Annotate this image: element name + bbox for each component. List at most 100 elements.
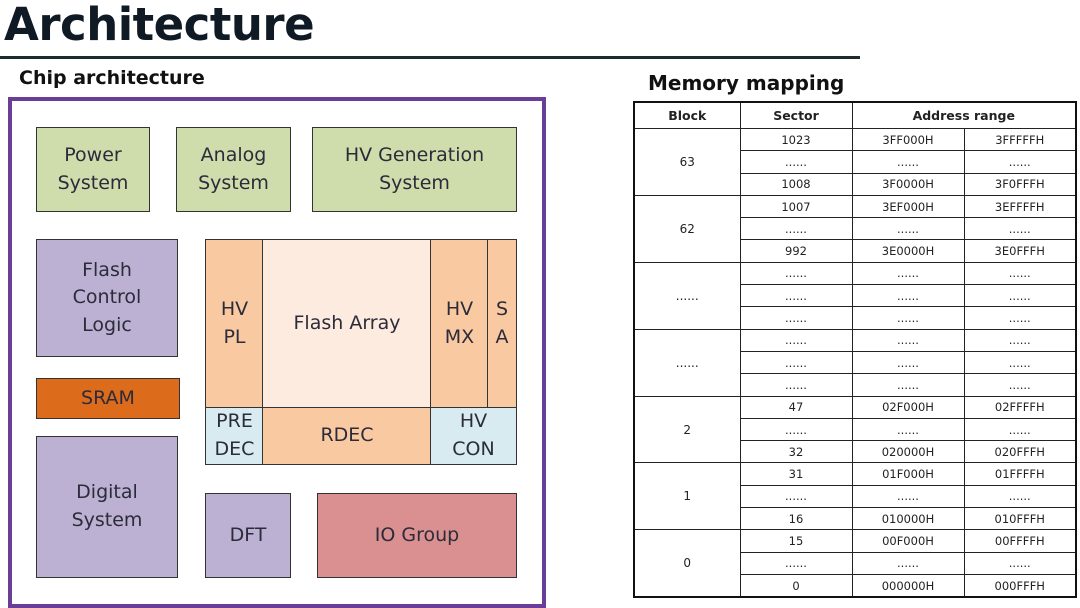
- title-divider: [0, 56, 860, 59]
- sector-cell: 31: [739, 462, 853, 486]
- sector-cell: ......: [739, 150, 853, 174]
- address-start-cell: ......: [851, 484, 965, 509]
- block-cell: 2: [633, 395, 741, 464]
- sector-cell: ......: [739, 328, 853, 352]
- address-start-cell: 3FF000H: [851, 127, 965, 152]
- address-start-cell: ......: [851, 217, 965, 241]
- table-row: ........................: [633, 261, 1077, 330]
- dft-block: DFT: [205, 493, 291, 578]
- address-start-cell: ......: [851, 373, 965, 397]
- address-start-cell: ......: [851, 417, 965, 442]
- sector-cell: 1007: [739, 194, 853, 219]
- table-row: ..................: [634, 150, 1077, 174]
- sector-cell: 1023: [739, 127, 853, 152]
- sector-cell: 15: [739, 529, 853, 553]
- address-end-cell: 020FFFH: [963, 440, 1077, 464]
- block-cell: ......: [633, 261, 741, 330]
- sector-cell: ......: [739, 417, 853, 442]
- address-end-cell: 3E0FFFH: [963, 239, 1077, 263]
- hv-generation-system-block: HV Generation System: [312, 127, 517, 212]
- sector-cell: ......: [739, 484, 853, 509]
- sector-cell: ......: [739, 551, 853, 575]
- address-start-cell: 3E0000H: [851, 239, 965, 263]
- address-start-cell: 00F000H: [851, 529, 965, 553]
- address-end-cell: ......: [963, 328, 1077, 352]
- address-start-cell: ......: [851, 328, 965, 352]
- address-start-cell: ......: [851, 150, 965, 174]
- sector-cell: ......: [739, 350, 853, 375]
- address-start-cell: 020000H: [851, 440, 965, 464]
- address-end-cell: ......: [963, 417, 1077, 442]
- table-header-row: Block Sector Address range: [633, 101, 1077, 129]
- sector-cell: 16: [739, 507, 853, 531]
- table-row: ..................: [634, 284, 1077, 308]
- memory-mapping-heading: Memory mapping: [648, 71, 845, 95]
- block-cell: 0: [633, 529, 741, 598]
- address-end-cell: ......: [963, 150, 1077, 174]
- flash-array-block: Flash Array: [262, 239, 432, 409]
- header-block: Block: [633, 101, 741, 129]
- page-title: Architecture: [4, 0, 315, 51]
- address-start-cell: 000000H: [851, 573, 965, 598]
- address-end-cell: ......: [963, 217, 1077, 241]
- sector-cell: 1008: [739, 172, 853, 196]
- sector-cell: 0: [739, 573, 853, 598]
- address-end-cell: 3FFFFFH: [963, 127, 1077, 152]
- address-start-cell: 3EF000H: [851, 194, 965, 219]
- address-start-cell: ......: [851, 551, 965, 575]
- address-end-cell: ......: [963, 373, 1077, 397]
- table-row: ..................: [634, 551, 1077, 575]
- digital-system-block: Digital System: [36, 436, 178, 578]
- address-end-cell: ......: [963, 284, 1077, 308]
- address-start-cell: 3F0000H: [851, 172, 965, 196]
- block-cell: 63: [633, 128, 741, 196]
- address-start-cell: 02F000H: [851, 395, 965, 419]
- hv-mx-block: HV MX: [430, 239, 489, 409]
- address-end-cell: ......: [963, 551, 1077, 575]
- address-end-cell: 3F0FFFH: [963, 172, 1077, 196]
- block-cell: 62: [633, 194, 741, 263]
- sector-cell: ......: [739, 306, 853, 330]
- predec-block: PRE DEC: [205, 407, 264, 465]
- address-end-cell: ......: [963, 261, 1077, 286]
- block-cell: 1: [633, 462, 741, 531]
- flash-control-logic-block: Flash Control Logic: [36, 239, 178, 357]
- table-row: ..................: [634, 350, 1077, 375]
- rdec-block: RDEC: [262, 407, 432, 465]
- chip-architecture-heading: Chip architecture: [19, 67, 205, 89]
- io-group-block: IO Group: [317, 493, 517, 578]
- sector-cell: ......: [739, 284, 853, 308]
- address-start-cell: ......: [851, 306, 965, 330]
- sector-cell: 32: [739, 440, 853, 464]
- sector-cell: 992: [739, 239, 853, 263]
- address-end-cell: ......: [963, 306, 1077, 330]
- address-start-cell: 010000H: [851, 507, 965, 531]
- sector-cell: 47: [739, 395, 853, 419]
- address-start-cell: ......: [851, 284, 965, 308]
- sector-cell: ......: [739, 373, 853, 397]
- chip-frame: [8, 97, 546, 608]
- analog-system-block: Analog System: [176, 127, 291, 212]
- address-end-cell: 01FFFFH: [963, 462, 1077, 486]
- hv-pl-block: HV PL: [205, 239, 264, 409]
- header-address-range: Address range: [851, 101, 1077, 129]
- sense-amp-block: S A: [487, 239, 517, 409]
- address-end-cell: 000FFFH: [963, 573, 1077, 598]
- address-end-cell: 02FFFFH: [963, 395, 1077, 419]
- address-start-cell: 01F000H: [851, 462, 965, 486]
- address-end-cell: 3EFFFFH: [963, 194, 1077, 219]
- sector-cell: ......: [739, 261, 853, 286]
- address-start-cell: ......: [851, 350, 965, 375]
- address-end-cell: ......: [963, 484, 1077, 509]
- hv-con-block: HV CON: [430, 407, 517, 465]
